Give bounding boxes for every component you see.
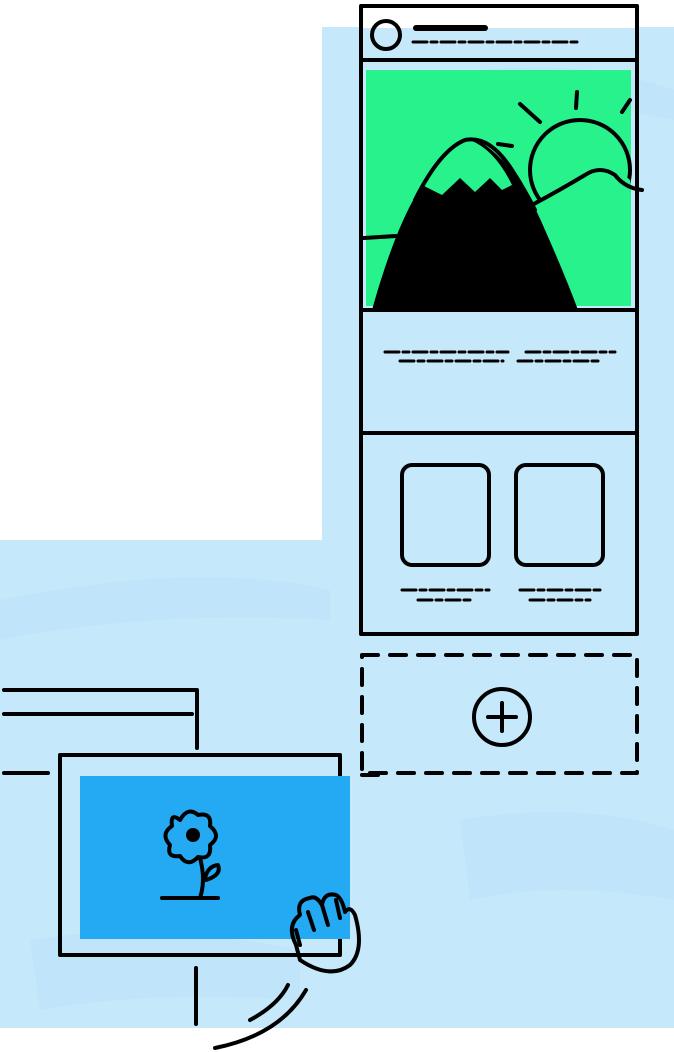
dragged-image-block[interactable] [58, 753, 350, 957]
card-caption-lines [400, 588, 602, 602]
plus-circle-icon[interactable] [472, 687, 532, 747]
flower-icon [160, 809, 221, 900]
add-section-dropzone[interactable] [360, 653, 639, 775]
body-text-lines [383, 350, 617, 363]
mountain-sun-icon [362, 90, 644, 310]
avatar-circle-icon [370, 19, 402, 51]
hand-grab-icon [213, 892, 361, 1050]
hero-image[interactable] [362, 70, 644, 310]
page-frame-header-bg [361, 6, 637, 28]
card-image-placeholder[interactable] [400, 463, 491, 567]
desktop-wireframe-lines [2, 688, 199, 1026]
card-image-placeholder[interactable] [514, 463, 605, 567]
page-frame [359, 4, 639, 636]
